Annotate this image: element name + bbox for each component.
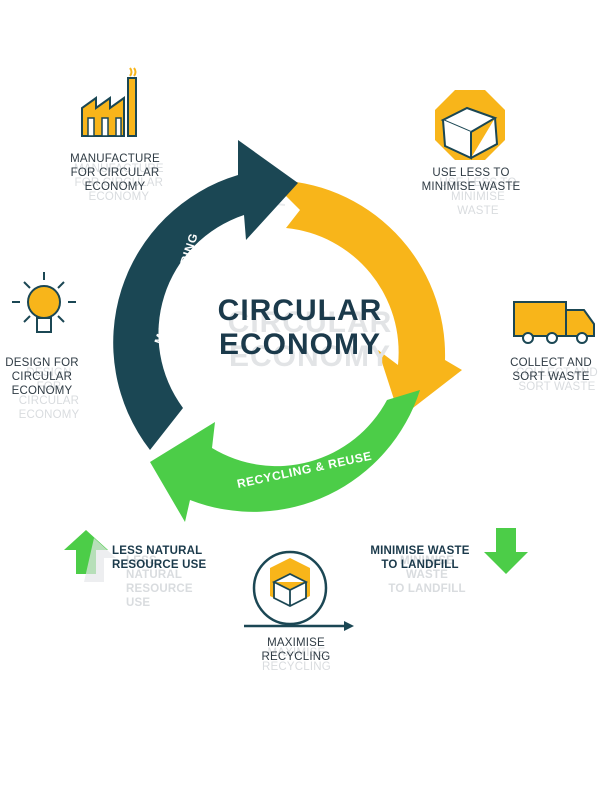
arrow-down-icon bbox=[484, 528, 528, 574]
use-less-label: USE LESS TO MINIMISE WASTE USE LESS TO M… bbox=[421, 167, 521, 217]
recycle-box-icon bbox=[244, 550, 354, 631]
box-icon bbox=[435, 90, 505, 160]
manufacture-label: MANUFACTURE FOR CIRCULAR ECONOMY MANUFAC… bbox=[70, 153, 164, 203]
maximise-recycling-label: MAXIMISE RECYCLING MAXIMISE RECYCLING bbox=[261, 637, 331, 673]
consumption-arc bbox=[270, 179, 462, 418]
recycling-arc bbox=[150, 390, 420, 522]
minimise-landfill-label: MINIMISE WASTE TO LANDFILL MINIMISE WAST… bbox=[370, 545, 470, 595]
manufacturing-arc bbox=[113, 140, 299, 450]
design-label: DESIGN FOR CIRCULAR ECONOMY DESIGN FOR C… bbox=[5, 357, 80, 421]
less-natural-label: LESS NATURAL RESOURCE USE LESS NATURAL R… bbox=[112, 545, 207, 609]
arrow-up-icon bbox=[64, 530, 116, 582]
lightbulb-icon bbox=[12, 272, 76, 333]
factory-icon bbox=[81, 67, 137, 137]
truck-icon bbox=[513, 301, 595, 344]
collect-label: COLLECT AND SORT WASTE COLLECT AND SORT … bbox=[510, 357, 598, 393]
page-title: CIRCULAR ECONOMY CIRCULAR ECONOMY bbox=[217, 294, 393, 373]
